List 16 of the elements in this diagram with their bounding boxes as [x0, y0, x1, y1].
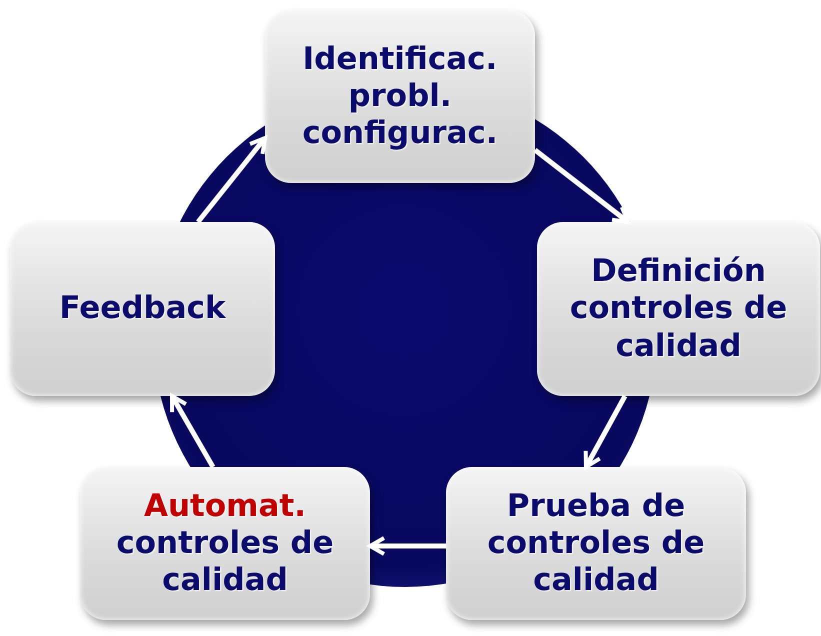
box-label: Identificac. probl. configurac. [301, 40, 499, 152]
process-box [537, 222, 820, 396]
box-label: controles de calidad [115, 524, 335, 600]
box-label: Prueba de controles de calidad [486, 488, 706, 600]
process-box [10, 222, 275, 396]
arrow [584, 394, 628, 469]
arrow [368, 536, 446, 556]
process-box [80, 467, 370, 620]
arrow [170, 394, 216, 468]
box-label: Feedback [59, 290, 226, 328]
arrow [196, 136, 267, 224]
box-label: Definición controles de calidad [568, 253, 788, 365]
arrow [533, 148, 630, 224]
process-box [446, 467, 746, 620]
process-box [265, 10, 535, 183]
box-heading: Automat. [144, 488, 306, 525]
